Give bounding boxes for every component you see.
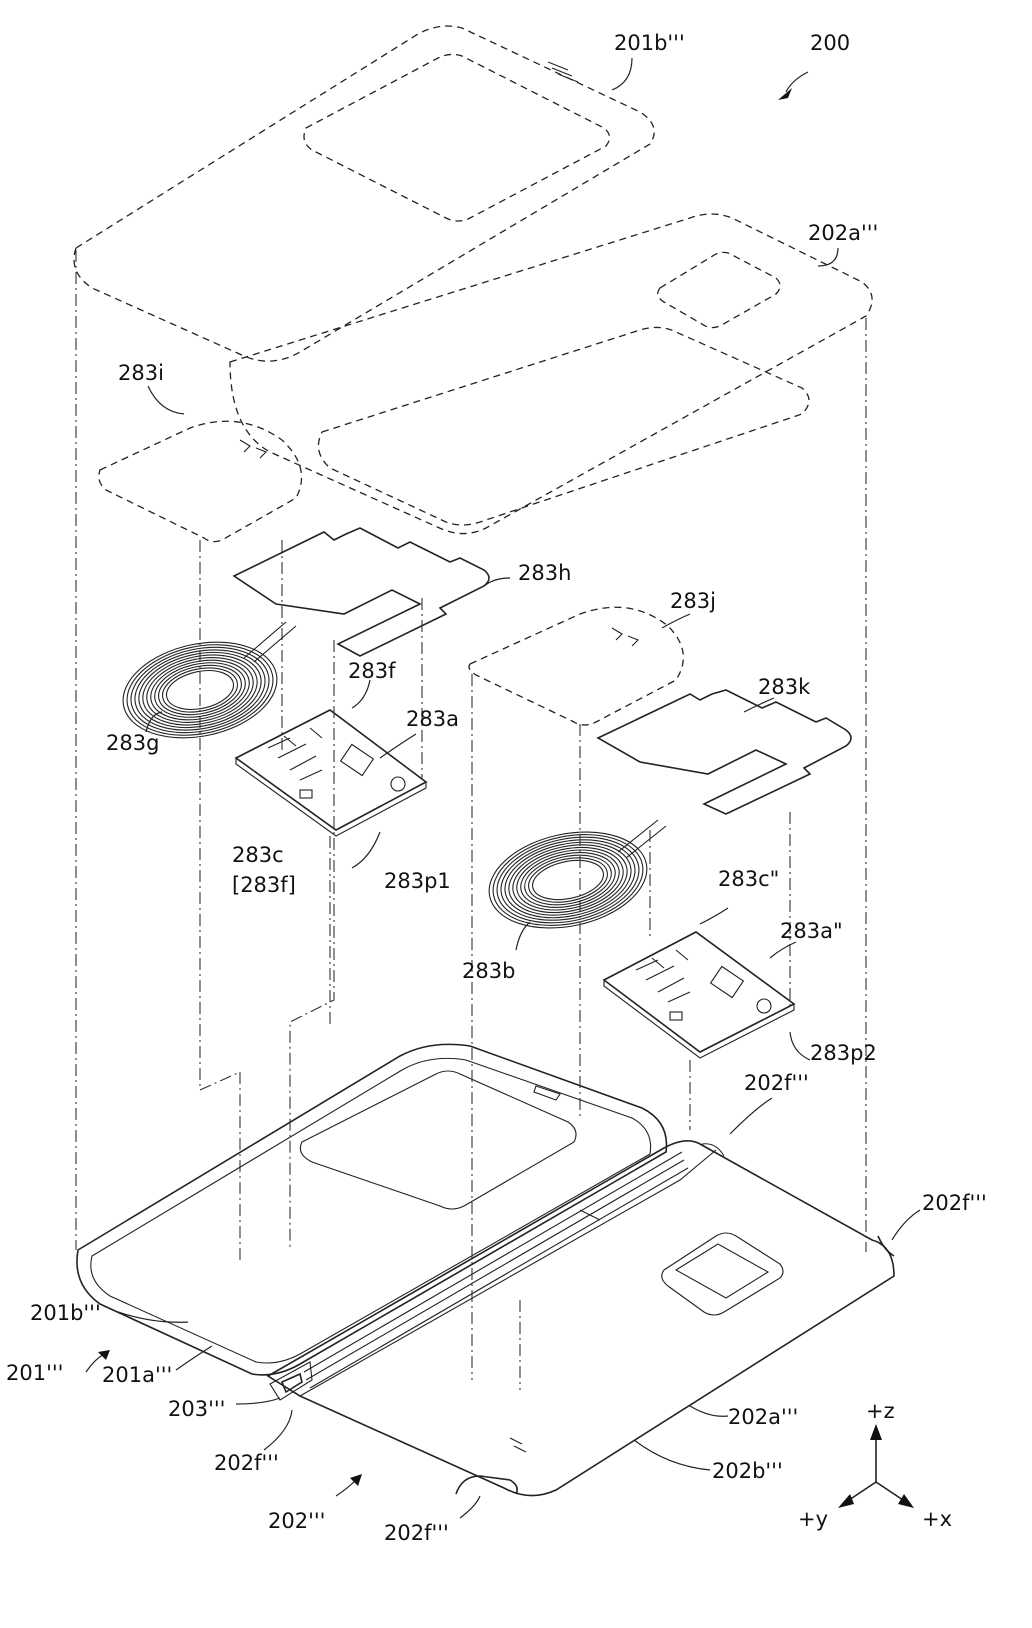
label-202f-a: 202f'''	[744, 1071, 809, 1095]
label-202a-bottom: 202a'''	[728, 1405, 798, 1429]
shield-283h	[232, 527, 490, 657]
top-cover-plate-right	[229, 213, 873, 535]
label-200: 200	[810, 31, 850, 55]
label-283c-2: 283c"	[718, 867, 779, 891]
case-right-half	[266, 1140, 895, 1497]
sheet-283i	[98, 420, 303, 543]
case-left-half	[76, 1043, 668, 1376]
coil-283b	[488, 831, 648, 929]
label-283a: 283a	[406, 707, 459, 731]
label-283f: 283f	[348, 659, 396, 683]
coil-283g-leads	[243, 621, 297, 663]
label-283k: 283k	[758, 675, 811, 699]
pcb-283p1	[234, 709, 428, 837]
label-283g: 283g	[106, 731, 159, 755]
coil-283b-leads	[617, 819, 667, 859]
label-283p2: 283p2	[810, 1041, 877, 1065]
label-283c: 283c	[232, 843, 284, 867]
label-202b: 202b'''	[712, 1459, 783, 1483]
projection-lines	[75, 250, 867, 1390]
top-cover-plate-left	[73, 25, 655, 362]
label-283b: 283b	[462, 959, 515, 983]
label-201b-top: 201b'''	[614, 31, 685, 55]
label-283p1: 283p1	[384, 869, 451, 893]
axis-z-label: +z	[866, 1399, 895, 1423]
shield-283k	[596, 689, 852, 815]
label-283i: 283i	[118, 361, 164, 385]
coordinate-axes: +z +y +x	[798, 1399, 952, 1531]
axis-x-label: +x	[922, 1507, 952, 1531]
reference-labels: 200 201b''' 202a''' 283i 283h 283j 283f …	[6, 31, 987, 1545]
coil-283g	[122, 641, 278, 739]
label-283h: 283h	[518, 561, 571, 585]
label-201: 201'''	[6, 1361, 63, 1385]
label-202: 202'''	[268, 1509, 325, 1533]
label-202f-b: 202f'''	[922, 1191, 987, 1215]
label-203: 203'''	[168, 1397, 225, 1421]
label-202f-d: 202f'''	[384, 1521, 449, 1545]
label-283a-2: 283a"	[780, 919, 843, 943]
label-283f-bracket: [283f]	[232, 873, 296, 897]
label-201b-bottom: 201b'''	[30, 1301, 101, 1325]
axis-y-label: +y	[798, 1507, 828, 1531]
leader-lines	[85, 57, 921, 1519]
pcb-283p2	[602, 931, 796, 1059]
label-201a: 201a'''	[102, 1363, 172, 1387]
label-202a-top: 202a'''	[808, 221, 878, 245]
label-283j: 283j	[670, 589, 716, 613]
label-202f-c: 202f'''	[214, 1451, 279, 1475]
sheet-283j	[468, 606, 684, 726]
